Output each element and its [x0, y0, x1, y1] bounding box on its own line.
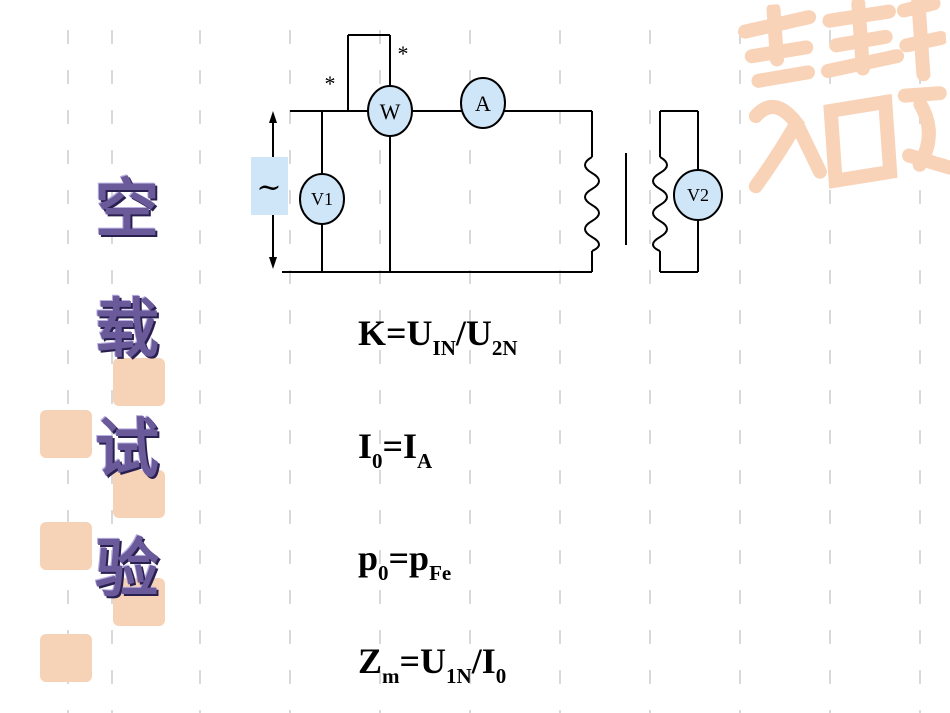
- formula-iron-loss: p0=pFe: [358, 537, 451, 586]
- formula-text: =p: [388, 538, 430, 578]
- voltmeter-v2: V2: [673, 169, 723, 221]
- formula-subscript: 0: [372, 449, 383, 473]
- formula-subscript: IN: [432, 336, 456, 360]
- formula-subscript: 2N: [491, 336, 518, 360]
- formula-magnetizing-impedance: Zm=U1N/I0: [358, 640, 506, 689]
- formula-text: p: [358, 538, 379, 578]
- ammeter: A: [460, 77, 506, 129]
- formula-text: Z: [358, 641, 383, 681]
- formula-subscript: Fe: [429, 561, 452, 585]
- title-char: 载: [95, 293, 159, 367]
- circuit-diagram: ~ W A V1 V2 * *: [251, 34, 723, 273]
- formula-subscript: 1N: [446, 664, 472, 688]
- ac-source-symbol: ~: [256, 170, 281, 205]
- polarity-mark: *: [398, 41, 409, 66]
- vertical-title: 空 载 试 验: [82, 160, 172, 640]
- formula-subscript: m: [382, 664, 400, 688]
- formula-text: =I: [382, 426, 418, 466]
- seal-stamp-icon: [113, 358, 165, 406]
- voltmeter-v1: V1: [299, 173, 345, 225]
- seal-stamp-icon: [40, 410, 92, 458]
- decorative-seal-icon: [728, 0, 950, 207]
- wattmeter: W: [367, 85, 413, 137]
- formula-subscript: 0: [495, 664, 507, 688]
- formula-ratio: K=UIN/U2N: [358, 312, 518, 361]
- formula-no-load-current: I0=IA: [358, 425, 432, 474]
- title-char: 空: [95, 173, 159, 247]
- ac-source: [251, 157, 288, 215]
- title-char: 验: [95, 533, 159, 607]
- voltmeter-v1-label: V1: [311, 189, 333, 209]
- seal-stamp-icon: [113, 470, 165, 518]
- formula-text: /U: [455, 313, 492, 353]
- polarity-mark: *: [325, 71, 336, 96]
- formula-text: /I: [471, 641, 496, 681]
- formula-text: =U: [399, 641, 447, 681]
- formula-subscript: 0: [378, 561, 389, 585]
- wattmeter-label: W: [380, 99, 401, 124]
- voltmeter-v2-label: V2: [687, 185, 709, 205]
- seal-stamp-icon: [113, 578, 165, 626]
- formula-text: K=U: [358, 313, 433, 353]
- formula-subscript: A: [417, 449, 433, 473]
- seal-stamp-icon: [40, 522, 92, 570]
- seal-stamp-icon: [40, 634, 92, 682]
- ammeter-label: A: [475, 91, 491, 116]
- title-char: 试: [95, 413, 159, 487]
- formula-text: I: [358, 426, 373, 466]
